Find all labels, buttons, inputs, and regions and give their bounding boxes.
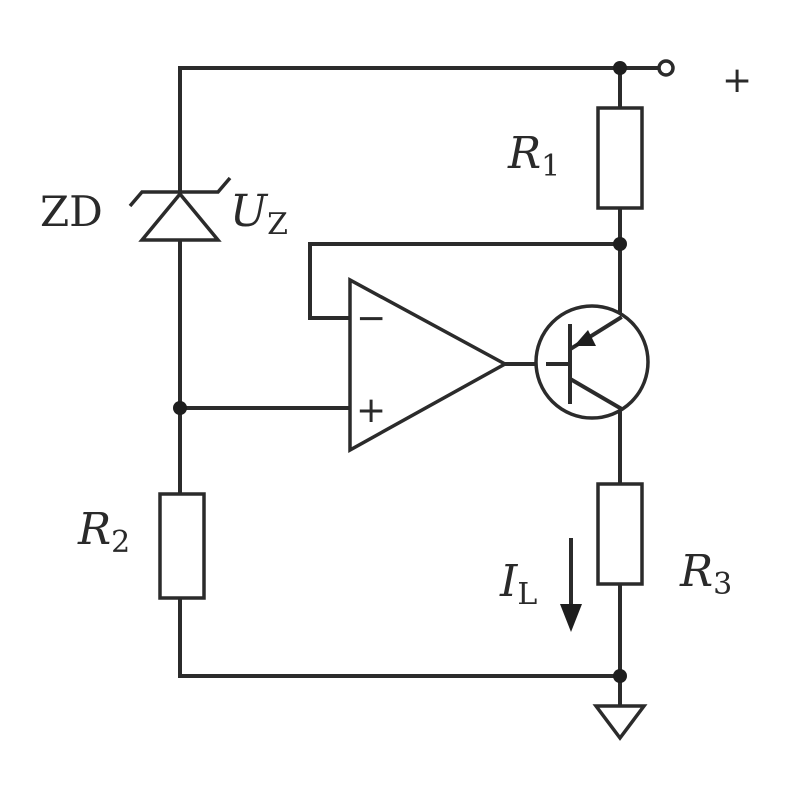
resistor-r1 (596, 106, 644, 210)
pnp-transistor (534, 304, 650, 420)
r3-symbol: R (679, 546, 713, 597)
opamp-triangle (348, 277, 509, 453)
opamp-noninverting-sign: + (356, 390, 386, 431)
load-current-subscript: L (517, 577, 537, 612)
resistor-r2 (158, 492, 206, 600)
zener-voltage-label: UZ (230, 186, 288, 242)
zener-triangle (138, 191, 222, 242)
load-current-symbol: I (499, 556, 519, 607)
load-current-arrow (560, 538, 582, 632)
r1-label: R1 (507, 128, 560, 184)
operational-amplifier: − + (348, 277, 509, 453)
zener-name-label: ZD (40, 187, 103, 236)
zener-voltage-subscript: Z (267, 207, 288, 242)
r2-subscript: 2 (111, 525, 130, 560)
supply-terminal (657, 59, 675, 77)
r2-label: R2 (77, 504, 130, 560)
emitter-arrow (574, 330, 596, 346)
opamp-inverting-sign: − (356, 298, 386, 339)
r2-symbol: R (77, 504, 111, 555)
r1-symbol: R (507, 128, 541, 179)
junction-feedback (613, 237, 627, 251)
transistor-envelope (534, 304, 650, 420)
junction-divider (173, 401, 187, 415)
ground-icon (592, 704, 648, 741)
zener-voltage-symbol: U (230, 186, 269, 237)
zener-bar (128, 176, 232, 208)
r1-subscript: 1 (541, 149, 560, 184)
resistor-r3 (596, 482, 644, 586)
current-arrow-head (560, 604, 582, 632)
r3-subscript: 3 (713, 567, 732, 602)
junction-top-right (613, 61, 627, 75)
supply-plus-label: + (722, 60, 752, 101)
zener-diode (128, 176, 232, 242)
load-current-label: IL (499, 556, 537, 612)
r3-label: R3 (679, 546, 732, 602)
junction-bottom-right (613, 669, 627, 683)
transistor-collector-lead (569, 377, 623, 411)
